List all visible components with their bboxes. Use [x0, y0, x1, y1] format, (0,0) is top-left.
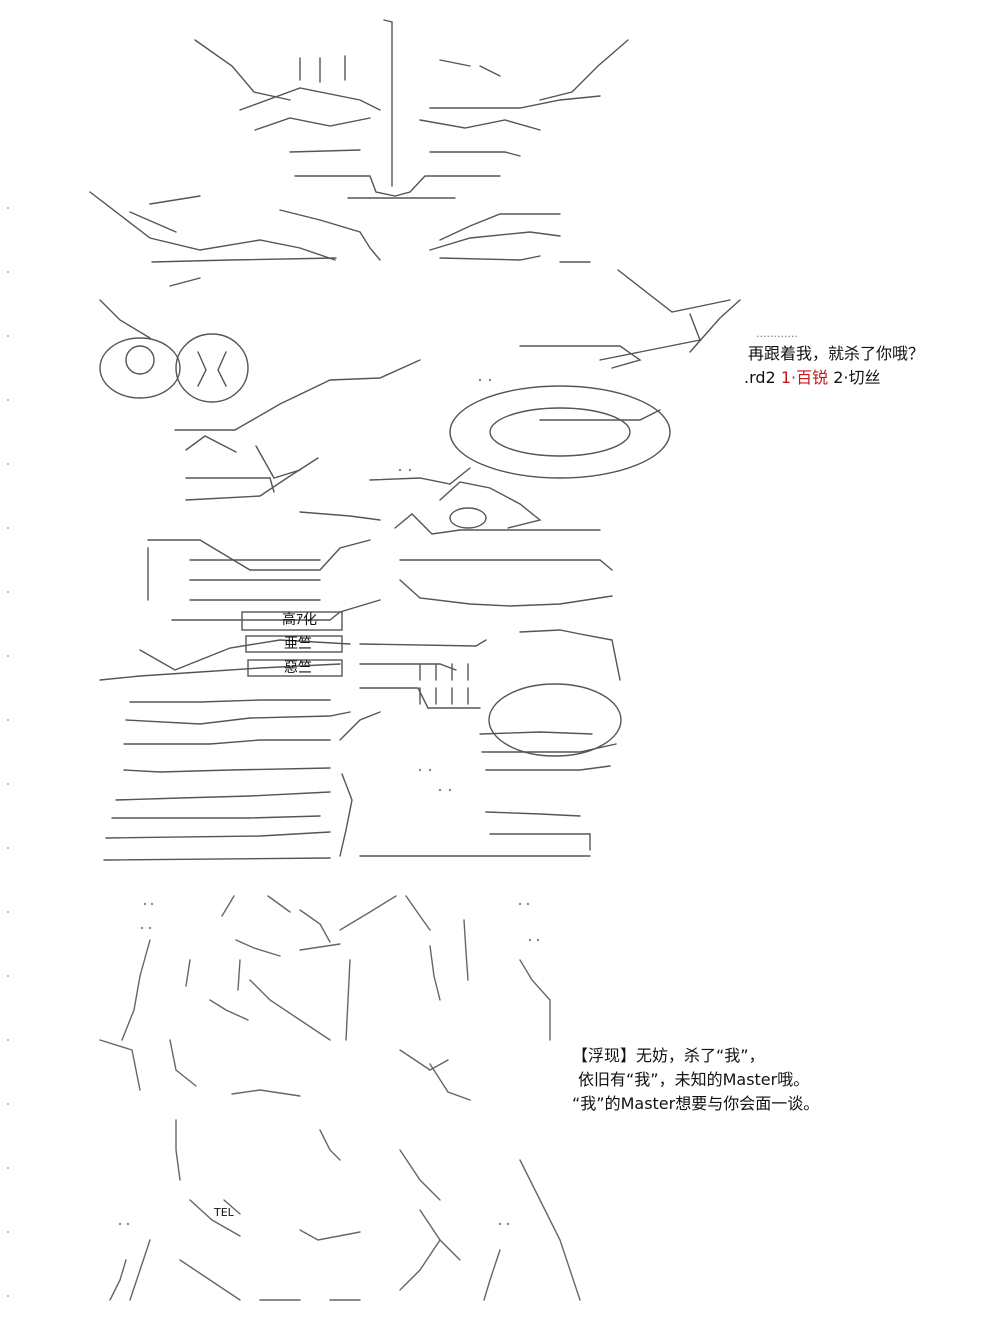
art-label-2: 亜竺: [284, 636, 312, 652]
dialogue-line-3: “我”的Master想要与你会面一谈。: [572, 1094, 820, 1113]
dot-texture: [118, 378, 540, 1226]
dialogue-line-2: 依旧有“我”，未知的Master哦。: [578, 1070, 810, 1089]
right-arm: [359, 629, 622, 857]
lower-character: [99, 895, 581, 1301]
dialogue-dots: ............: [756, 327, 798, 340]
choice-2: 2·切丝: [833, 368, 881, 387]
shoulder-wings: [89, 191, 741, 353]
left-arm: [99, 663, 381, 861]
margin-dots: [7, 207, 9, 1297]
torso-chest: [139, 359, 613, 671]
visor-eyes: [99, 313, 701, 479]
chest-panel: [241, 611, 487, 709]
helmet-crown: [194, 19, 629, 199]
art-label-3: 惡竺: [284, 660, 312, 676]
dialogue-line-threat: 再跟着我，就杀了你哦？: [748, 344, 925, 363]
art-label-tel: TEL: [214, 1206, 234, 1219]
dialogue-line-1: 【浮现】无妨，杀了“我”，: [572, 1046, 765, 1065]
choices-line: .rd2 1·百锐 2·切丝: [744, 368, 880, 388]
art-label-1: 高ｱ化: [282, 612, 317, 628]
choice-1: 1·百锐: [780, 368, 829, 387]
choices-prefix: .rd2: [744, 368, 781, 387]
